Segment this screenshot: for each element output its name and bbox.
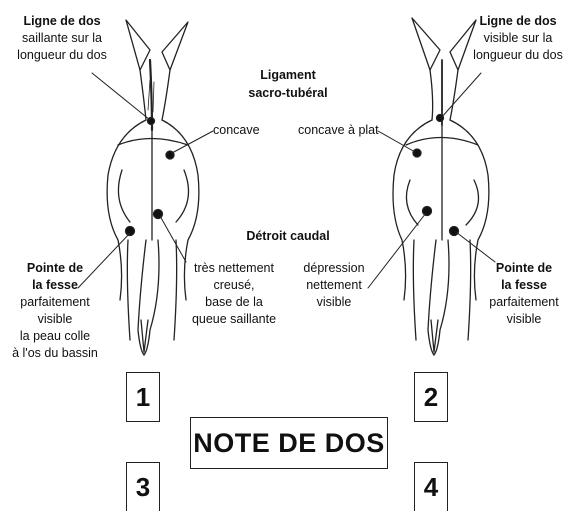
ligne-dos-1-title: Ligne de dos: [12, 14, 112, 29]
ligne-dos-2-desc-2: longueur du dos: [466, 48, 570, 63]
pointe-fesse-2-title-1: Pointe de: [482, 261, 566, 276]
pointe-fesse-1-desc-1: parfaitement: [14, 295, 96, 310]
cow-2-illustration: [393, 18, 489, 355]
pointe-fesse-1-desc-3: la peau colle: [8, 329, 102, 344]
pointe-fesse-1-desc-4: à l'os du bassin: [4, 346, 106, 361]
pointe-fesse-2-title-2: la fesse: [482, 278, 566, 293]
depression-label-3: visible: [292, 295, 376, 310]
pointe-fesse-1-title-1: Pointe de: [14, 261, 96, 276]
pointe-fesse-2-desc-1: parfaitement: [482, 295, 566, 310]
creuse-label-1: très nettement: [188, 261, 280, 276]
creuse-label-4: queue saillante: [184, 312, 284, 327]
note-1-box: 1: [126, 372, 160, 422]
note-3-box: 3: [126, 462, 160, 511]
note-4-box: 4: [414, 462, 448, 511]
pointe-fesse-1-title-2: la fesse: [14, 278, 96, 293]
concave-plat-label: concave à plat: [298, 123, 378, 138]
pointe-fesse-2-desc-2: visible: [482, 312, 566, 327]
pointe-fesse-1-desc-2: visible: [14, 312, 96, 327]
detroit-caudal-label: Détroit caudal: [232, 229, 344, 244]
creuse-label-3: base de la: [188, 295, 280, 310]
note-2-box: 2: [414, 372, 448, 422]
concave-label: concave: [213, 123, 260, 138]
creuse-label-2: creusé,: [188, 278, 280, 293]
depression-label-1: dépression: [292, 261, 376, 276]
note-de-dos-title: NOTE DE DOS: [190, 417, 388, 469]
ligne-dos-2-desc-1: visible sur la: [466, 31, 570, 46]
ligament-label-1: Ligament: [240, 68, 336, 83]
ligne-dos-2-title: Ligne de dos: [466, 14, 570, 29]
cow-1-illustration: [107, 20, 199, 355]
depression-label-2: nettement: [292, 278, 376, 293]
ligne-dos-1-desc-1: saillante sur la: [12, 31, 112, 46]
ligament-label-2: sacro-tubéral: [240, 86, 336, 101]
ligne-dos-1-desc-2: longueur du dos: [12, 48, 112, 63]
